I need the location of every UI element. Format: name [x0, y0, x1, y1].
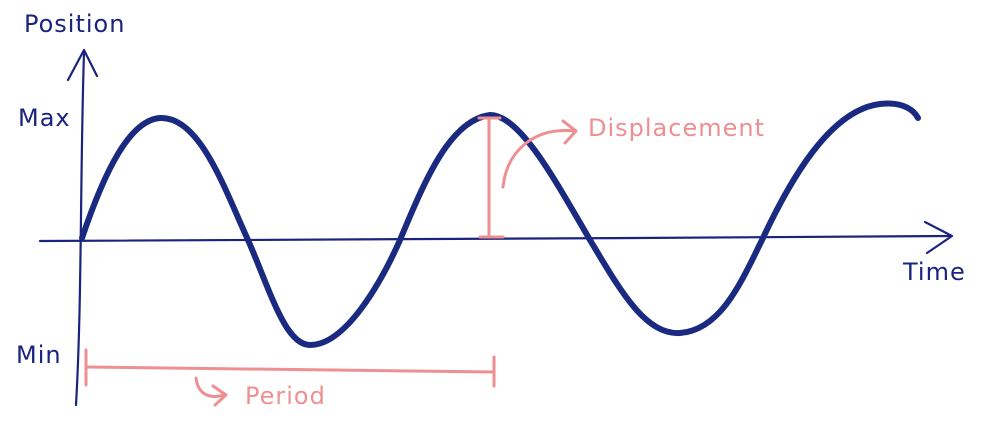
period-marker — [84, 348, 496, 407]
period-line — [84, 365, 496, 374]
displacement-arrow-head — [561, 119, 578, 145]
y-axis-label: Position — [24, 10, 125, 38]
max-label: Max — [18, 104, 71, 132]
period-label: Period — [245, 382, 326, 410]
displacement-label: Displacement — [588, 114, 765, 142]
displacement-marker — [477, 116, 578, 239]
axes — [38, 48, 954, 407]
displacement-curved-arrow — [501, 129, 576, 189]
x-axis-label: Time — [902, 258, 966, 286]
sine-wave — [79, 100, 921, 348]
period-curved-arrow — [194, 376, 226, 398]
min-label: Min — [16, 341, 62, 369]
period-arrow-head — [211, 384, 228, 407]
y-axis-arrowhead — [66, 48, 99, 82]
x-axis-arrowhead — [923, 220, 954, 255]
x-axis-line — [38, 234, 952, 243]
